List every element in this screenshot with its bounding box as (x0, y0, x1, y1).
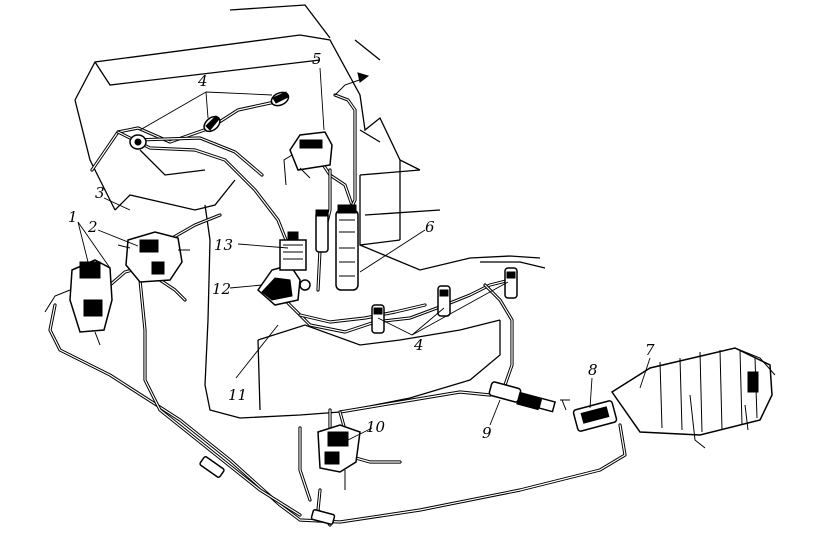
label-9: 9 (482, 424, 492, 442)
label-3: 3 (95, 184, 105, 202)
label-11: 11 (228, 386, 247, 404)
label-8: 8 (588, 361, 598, 379)
pipe-joint-lower (199, 456, 336, 525)
label-5: 5 (312, 50, 322, 68)
fuel-lines (48, 93, 627, 527)
label-4-top: 4 (197, 72, 208, 90)
return-arrow (334, 72, 370, 96)
label-6: 6 (425, 218, 435, 236)
fuel-tank-7 (610, 347, 776, 449)
label-4-bottom: 4 (413, 336, 424, 354)
connector-8 (560, 399, 618, 432)
fuel-filter-6 (315, 204, 359, 291)
injector-lower-1 (371, 304, 385, 334)
valve-10 (317, 424, 361, 490)
label-13: 13 (214, 236, 233, 254)
label-10: 10 (366, 418, 386, 436)
label-2: 2 (87, 218, 98, 236)
pump-13 (279, 231, 307, 271)
injector-lower-2 (437, 285, 451, 317)
leader-lines (77, 67, 651, 441)
valve-1 (44, 259, 113, 346)
fuel-filter-5 (283, 131, 333, 186)
injector-top-3 (129, 134, 147, 150)
fitting-9 (488, 381, 556, 413)
fuel-pump-12 (257, 264, 311, 306)
label-7: 7 (645, 341, 655, 359)
injector-lower-3 (504, 267, 518, 299)
callout-labels: 1 2 3 4 4 5 6 7 8 9 10 11 12 13 (68, 50, 655, 442)
label-1: 1 (68, 208, 78, 226)
valve-block-2 (117, 231, 190, 283)
label-12: 12 (212, 280, 231, 298)
injector-top-2 (203, 115, 221, 133)
injector-top-1 (270, 91, 290, 107)
engine-block (74, 4, 546, 419)
